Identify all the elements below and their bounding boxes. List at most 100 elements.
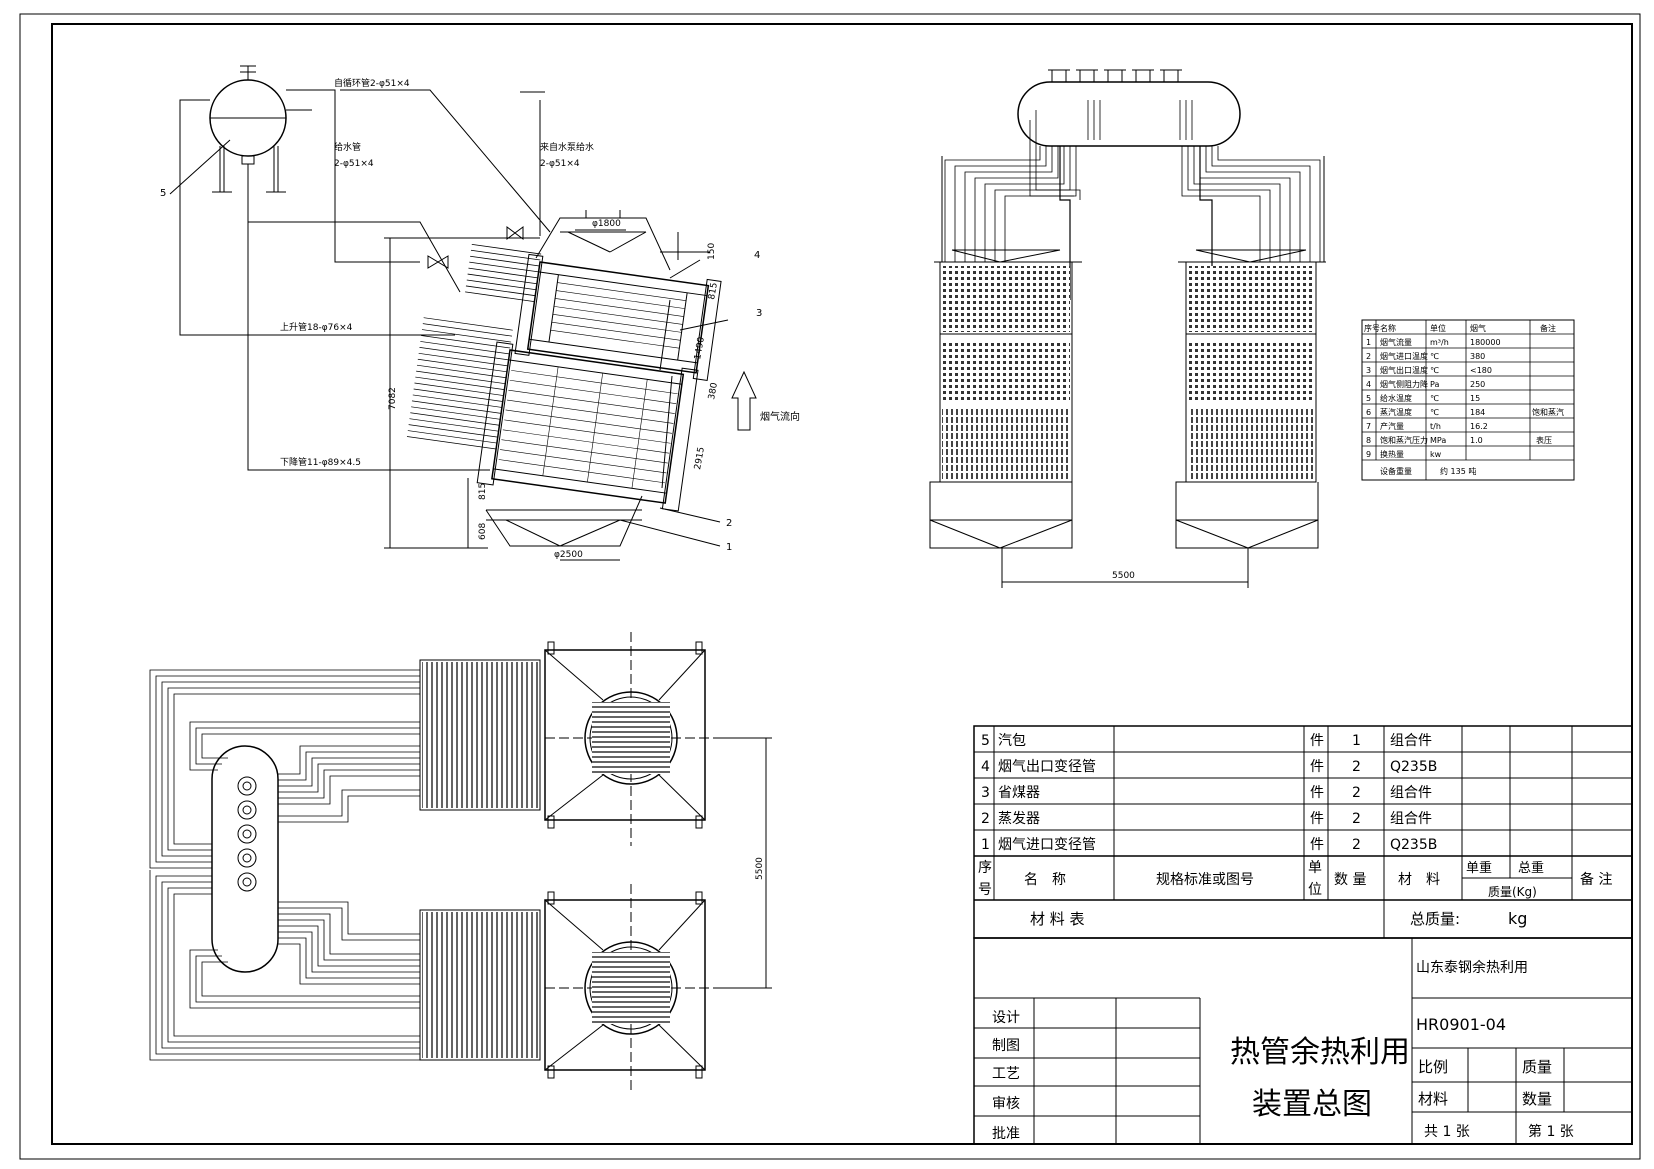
bom-header-name: 名 称	[1024, 872, 1066, 888]
dim-height: 7082	[388, 387, 398, 410]
outlet-reducer-side	[535, 217, 671, 271]
inner-border	[51, 23, 1633, 1145]
svg-text:℃: ℃	[1430, 352, 1439, 361]
svg-text:15: 15	[1470, 394, 1480, 403]
tb-role-design: 设计	[992, 1010, 1020, 1026]
svg-text:2: 2	[1352, 811, 1361, 827]
dim-plan-spacing: 5500	[755, 857, 765, 880]
svg-text:组合件: 组合件	[1390, 733, 1432, 749]
bom-total-mass-label: 总质量:	[1410, 910, 1460, 928]
dim-608: 608	[478, 523, 488, 540]
svg-text:烟气出口温度: 烟气出口温度	[1380, 365, 1428, 375]
bom-header-no1: 序	[978, 860, 992, 876]
plan-view	[149, 632, 772, 1094]
svg-text:产汽量: 产汽量	[1380, 421, 1404, 431]
svg-text:MPa: MPa	[1430, 436, 1446, 445]
bom-table-label: 材 料 表	[1030, 910, 1085, 928]
svg-text:5: 5	[1366, 394, 1371, 403]
parameter-table	[1361, 319, 1575, 481]
svg-text:℃: ℃	[1430, 394, 1439, 403]
svg-text:1: 1	[1366, 338, 1371, 347]
svg-text:3: 3	[1366, 366, 1371, 375]
svg-text:16.2: 16.2	[1470, 422, 1488, 431]
front-right-module	[1175, 249, 1326, 549]
side-elevation-view	[169, 65, 757, 561]
label-from-pump-spec: 2-φ51×4	[540, 159, 580, 169]
title-block-text: 山东泰钢余热利用 HR0901-04 热管余热利用 装置总图 设计 制图 工艺 …	[992, 959, 1574, 1142]
bom-header-qty: 数 量	[1334, 872, 1366, 888]
drum-nozzles	[1048, 69, 1182, 83]
svg-text:℃: ℃	[1430, 366, 1439, 375]
evaporator-module-side	[406, 317, 699, 512]
bom-total-mass-unit: kg	[1508, 909, 1527, 928]
svg-text:250: 250	[1470, 380, 1485, 389]
svg-text:烟气进口变径管: 烟气进口变径管	[998, 837, 1096, 853]
param-header-flue: 烟气	[1470, 323, 1486, 333]
front-tube-banks	[942, 266, 1314, 480]
svg-text:表压: 表压	[1536, 435, 1552, 445]
svg-text:7: 7	[1366, 422, 1371, 431]
svg-text:4: 4	[1366, 380, 1371, 389]
svg-text:烟气侧阻力降: 烟气侧阻力降	[1380, 379, 1428, 389]
svg-text:3: 3	[981, 785, 990, 801]
svg-text:烟气流量: 烟气流量	[1380, 337, 1412, 347]
tb-title-line1: 热管余热利用	[1230, 1035, 1410, 1070]
svg-text:汽包: 汽包	[998, 733, 1026, 749]
svg-text:Q235B: Q235B	[1390, 759, 1437, 775]
tb-sheet-no: 第 1 张	[1528, 1123, 1574, 1140]
bom-header-unit1: 单	[1308, 860, 1322, 876]
dim-2915: 2915	[693, 446, 707, 470]
svg-text:184: 184	[1470, 408, 1485, 417]
flue-flow-arrow	[731, 370, 757, 431]
param-weight-label: 设备重量	[1380, 466, 1412, 476]
svg-text:180000: 180000	[1470, 338, 1501, 347]
svg-text:4: 4	[981, 759, 990, 775]
svg-text:饱和蒸汽: 饱和蒸汽	[1532, 407, 1564, 417]
svg-text:5: 5	[981, 733, 990, 749]
bom-header-remark: 备 注	[1580, 871, 1612, 888]
svg-text:件: 件	[1310, 837, 1324, 853]
svg-text:t/h: t/h	[1430, 422, 1441, 431]
label-downcomer: 下降管11-φ89×4.5	[280, 456, 361, 468]
svg-text:2: 2	[981, 811, 990, 827]
economizer-module-side	[465, 243, 722, 381]
svg-text:蒸汽温度: 蒸汽温度	[1380, 407, 1412, 417]
dim-top-diameter: φ1800	[592, 219, 621, 229]
svg-text:Q235B: Q235B	[1390, 837, 1437, 853]
tb-material-label: 材料	[1418, 1090, 1448, 1108]
bom-header-spec: 规格标准或图号	[1156, 872, 1254, 888]
dim-815-top: 815	[707, 282, 720, 301]
plan-lower-module	[419, 884, 720, 1094]
svg-text:kw: kw	[1430, 450, 1442, 459]
svg-text:饱和蒸汽压力: 饱和蒸汽压力	[1380, 435, 1428, 445]
tb-role-review: 审核	[992, 1096, 1020, 1112]
svg-text:组合件: 组合件	[1390, 811, 1432, 827]
param-header-remark: 备注	[1540, 323, 1556, 333]
svg-text:9: 9	[1366, 450, 1371, 459]
label-feed-pipe-spec: 2-φ51×4	[334, 159, 374, 169]
tb-scale-label: 比例	[1418, 1058, 1448, 1076]
svg-text:蒸发器: 蒸发器	[998, 811, 1040, 827]
label-riser: 上升管18-φ76×4	[280, 321, 353, 333]
callout-5: 5	[160, 188, 166, 199]
dim-380: 380	[707, 382, 720, 401]
bom-header-total-weight: 总重	[1518, 860, 1544, 876]
tb-quality-label: 质量	[1522, 1058, 1552, 1076]
svg-text:件: 件	[1310, 811, 1324, 827]
param-header-name: 名称	[1380, 323, 1396, 333]
tb-title-line2: 装置总图	[1252, 1087, 1372, 1122]
tb-role-process: 工艺	[992, 1066, 1020, 1082]
front-elevation-view	[929, 69, 1326, 588]
svg-text:烟气出口变径管: 烟气出口变径管	[998, 759, 1096, 775]
dim-front-spacing: 5500	[1112, 571, 1135, 581]
svg-text:℃: ℃	[1430, 408, 1439, 417]
bom-header-unit2: 位	[1308, 882, 1322, 898]
dim-815-bottom: 815	[478, 483, 488, 500]
svg-text:8: 8	[1366, 436, 1371, 445]
dim-150: 150	[707, 243, 717, 260]
param-header-no: 序号	[1364, 323, 1380, 333]
svg-text:<180: <180	[1470, 366, 1492, 375]
inlet-reducer-side	[485, 495, 643, 547]
